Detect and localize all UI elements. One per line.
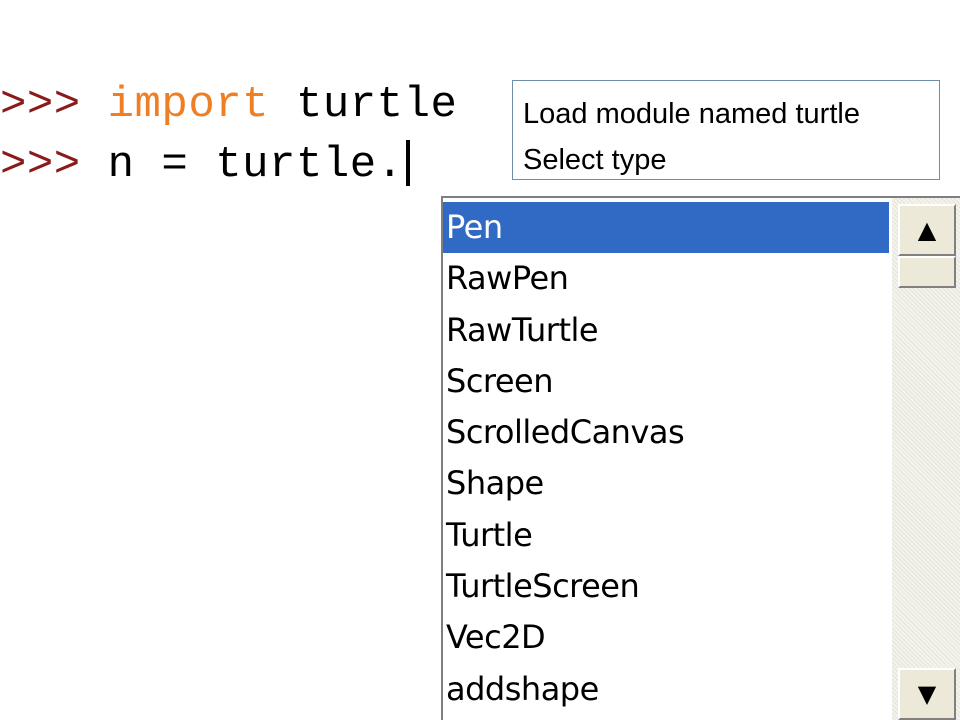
annotation-line-2: Select type	[523, 144, 667, 176]
autocomplete-item[interactable]: Pen	[443, 202, 889, 254]
shell-prompt: >>>	[0, 80, 81, 130]
annotation-callout: Load module named turtle Select type	[512, 80, 940, 180]
scroll-down-button[interactable]: ▼	[898, 668, 956, 720]
autocomplete-item[interactable]: Turtle	[446, 515, 533, 554]
import-keyword: import	[107, 80, 270, 130]
autocomplete-popup[interactable]: Pen RawPen RawTurtle Screen ScrolledCanv…	[441, 196, 960, 720]
annotation-line-1: Load module named turtle	[523, 98, 860, 130]
autocomplete-item[interactable]: RawPen	[446, 259, 569, 298]
scrollbar-thumb[interactable]	[898, 256, 956, 288]
autocomplete-item[interactable]: TurtleScreen	[446, 567, 640, 606]
autocomplete-list[interactable]: Pen RawPen RawTurtle Screen ScrolledCanv…	[443, 202, 889, 715]
arrow-up-icon: ▲	[917, 216, 937, 244]
autocomplete-item[interactable]: addshape	[446, 669, 599, 708]
vertical-scrollbar[interactable]: ▲ ▼	[892, 198, 960, 720]
autocomplete-item[interactable]: Screen	[446, 361, 554, 400]
autocomplete-item[interactable]: RawTurtle	[446, 310, 599, 349]
module-name: turtle	[269, 80, 458, 130]
shell-input-code[interactable]: n = turtle.	[80, 140, 404, 190]
text-caret	[405, 140, 410, 186]
shell-prompt: >>>	[0, 140, 81, 190]
arrow-down-icon: ▼	[917, 680, 937, 708]
autocomplete-item[interactable]: ScrolledCanvas	[446, 413, 685, 452]
shell-line-input[interactable]: >>> n = turtle.	[0, 140, 410, 190]
shell-line-import: >>> import turtle	[0, 80, 457, 130]
autocomplete-item[interactable]: Shape	[446, 464, 544, 503]
scroll-up-button[interactable]: ▲	[898, 204, 956, 256]
autocomplete-item[interactable]: Vec2D	[446, 618, 546, 657]
